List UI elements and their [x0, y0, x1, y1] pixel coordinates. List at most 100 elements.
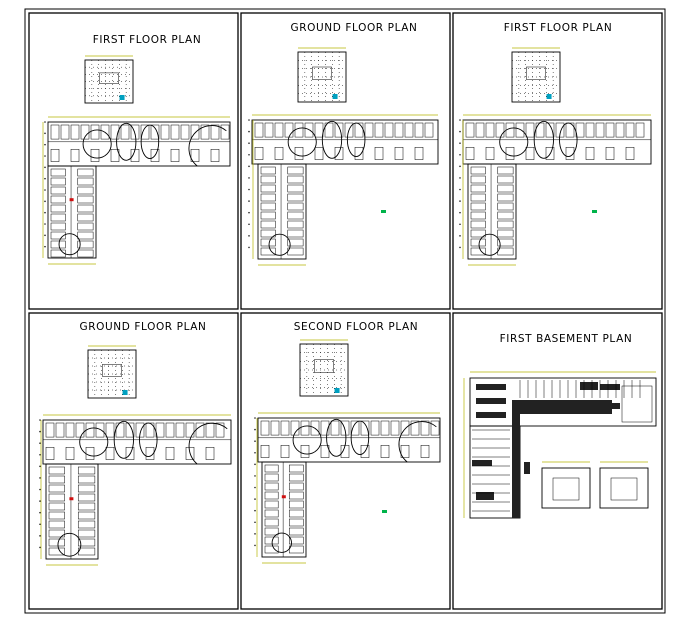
- room-cell: [254, 122, 264, 138]
- room-cell: [465, 147, 475, 160]
- grid-marker: [39, 488, 41, 491]
- sheet-outer-border: [24, 8, 666, 614]
- grid-marker: [44, 121, 46, 123]
- grid-marker: [39, 419, 41, 421]
- room-cell: [287, 238, 304, 247]
- floor-plan-2: [248, 47, 439, 266]
- room-cell: [320, 445, 330, 458]
- parking-bay: [610, 403, 620, 409]
- room-cell: [125, 422, 135, 438]
- circular-lobby: [292, 425, 322, 455]
- room-cell: [260, 220, 276, 229]
- panel-6-title: FIRST BASEMENT PLAN: [500, 333, 633, 345]
- room-cell: [364, 122, 374, 138]
- elliptical-lobby: [326, 418, 347, 457]
- room-cell: [48, 466, 65, 475]
- parking-bay: [476, 412, 506, 418]
- room-cell: [50, 195, 66, 204]
- room-cell: [65, 447, 75, 460]
- panel-frame-5: [240, 312, 451, 610]
- basement-top-wing: [469, 377, 657, 427]
- room-cell: [260, 445, 270, 458]
- north-marker: [381, 210, 386, 213]
- grid-marker: [248, 165, 250, 168]
- north-marker: [382, 510, 387, 513]
- room-cell: [289, 500, 304, 509]
- room-cell: [110, 149, 120, 162]
- driveway: [512, 400, 520, 518]
- room-cell: [525, 122, 535, 138]
- room-cell: [475, 122, 485, 138]
- lift-marker: [122, 390, 128, 395]
- room-cell: [289, 464, 304, 473]
- room-cell: [260, 202, 276, 211]
- room-cell: [105, 447, 115, 460]
- room-cell: [264, 464, 279, 473]
- room-cell: [394, 147, 404, 160]
- room-cell: [274, 147, 284, 160]
- room-cell: [497, 238, 514, 247]
- room-cell: [470, 229, 486, 238]
- room-cell: [90, 124, 100, 140]
- room-cell: [48, 547, 65, 556]
- circular-room: [58, 233, 81, 256]
- room-cell: [360, 420, 370, 436]
- stair-marker: [69, 198, 74, 202]
- room-cell: [264, 500, 279, 509]
- room-cell: [260, 238, 276, 247]
- room-cell: [77, 547, 96, 556]
- room-cell: [354, 147, 364, 160]
- room-cell: [495, 122, 505, 138]
- room-cell: [320, 420, 330, 436]
- room-cell: [289, 473, 304, 482]
- room-cell: [77, 493, 96, 502]
- room-cell: [515, 122, 525, 138]
- room-cell: [304, 122, 314, 138]
- room-cell: [260, 193, 276, 202]
- room-cell: [470, 166, 486, 175]
- vertical-wing: [257, 163, 307, 260]
- room-label-box: [102, 364, 122, 377]
- room-cell: [289, 527, 304, 536]
- grid-marker: [248, 211, 250, 214]
- floor-plan-4: [39, 345, 232, 566]
- room-cell: [120, 124, 130, 140]
- elliptical-lobby: [533, 120, 554, 159]
- room-cell: [220, 124, 230, 140]
- grid-marker: [248, 119, 250, 121]
- room-cell: [360, 445, 370, 458]
- room-cell: [470, 211, 486, 220]
- room-cell: [77, 186, 94, 195]
- room-cell: [55, 422, 65, 438]
- grid-marker: [248, 223, 250, 226]
- panel-frame-6: [452, 312, 663, 610]
- elliptical-lobby: [559, 122, 578, 157]
- room-cell: [470, 247, 486, 256]
- room-cell: [595, 122, 605, 138]
- grid-marker: [248, 142, 250, 144]
- stair-marker: [281, 495, 286, 499]
- room-cell: [400, 420, 410, 436]
- room-cell: [77, 204, 94, 213]
- grid-marker: [44, 166, 46, 169]
- room-cell: [77, 511, 96, 520]
- room-cell: [48, 538, 65, 547]
- room-label-box: [99, 72, 119, 84]
- room-cell: [45, 447, 55, 460]
- room-cell: [289, 509, 304, 518]
- room-cell: [400, 445, 410, 458]
- room-cell: [205, 447, 215, 460]
- room-cell: [260, 229, 276, 238]
- circular-room: [57, 532, 82, 557]
- panel-4-title: GROUND FLOOR PLAN: [80, 321, 207, 333]
- grid-marker: [459, 246, 461, 249]
- room-cell: [180, 124, 190, 140]
- room-cell: [48, 520, 65, 529]
- room-cell: [260, 247, 276, 256]
- annex-inner-left: [552, 477, 580, 501]
- room-cell: [77, 466, 96, 475]
- circular-lobby: [287, 127, 317, 157]
- stair-marker: [69, 497, 74, 501]
- horizontal-wing: [257, 417, 441, 463]
- room-cell: [48, 502, 65, 511]
